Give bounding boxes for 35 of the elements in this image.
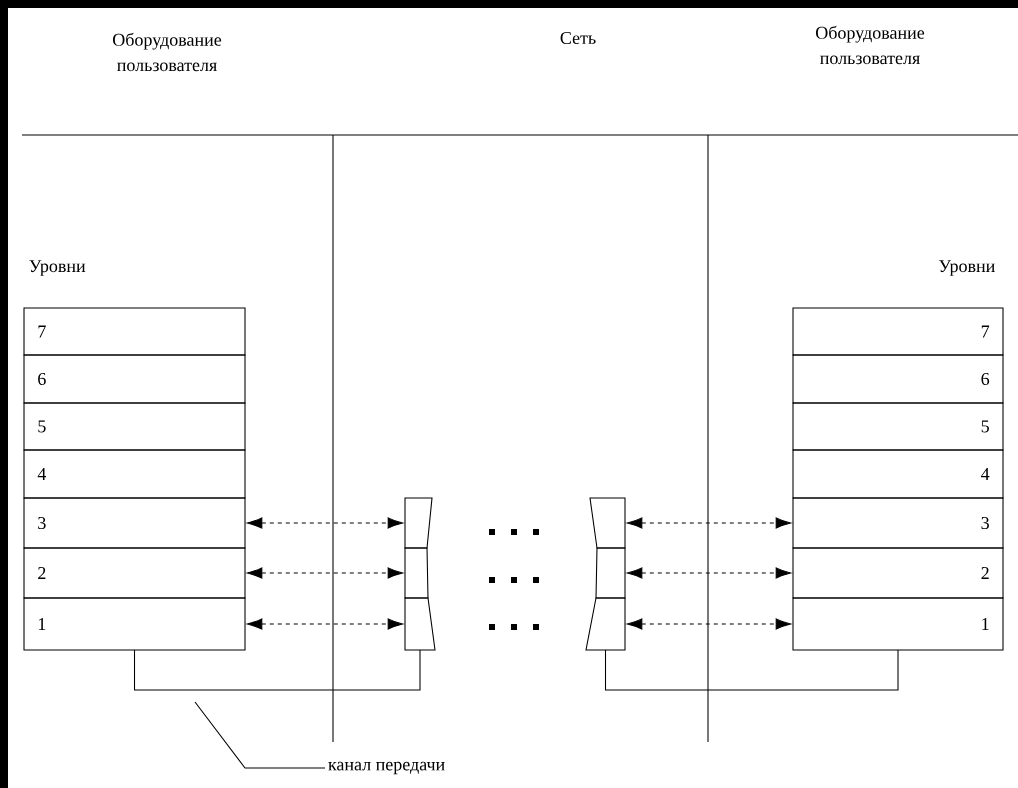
relay-box (585, 597, 626, 651)
leader-line (194, 701, 326, 769)
heading: Оборудование пользователя (113, 32, 222, 72)
layer-box: 6 (792, 354, 1004, 404)
layer-box: 4 (792, 449, 1004, 499)
channel-label: канал передачи (328, 761, 445, 775)
heading: Сеть (560, 31, 596, 45)
layer-box: 2 (23, 547, 246, 599)
heading: Уровни (938, 260, 995, 276)
heading: Оборудование пользователя (816, 25, 925, 65)
heading: Уровни (29, 260, 86, 276)
layer-box: 3 (792, 497, 1004, 549)
layer-box: 7 (23, 307, 246, 356)
layer-box: 5 (23, 402, 246, 451)
channel-line (604, 649, 899, 691)
layer-box: 3 (23, 497, 246, 549)
arrow (626, 618, 792, 630)
layer-box: 7 (792, 307, 1004, 356)
layer-box: 5 (792, 402, 1004, 451)
relay-box (595, 547, 626, 599)
arrow (626, 517, 792, 529)
arrow (246, 567, 404, 579)
channel-line (133, 649, 421, 691)
relay-box (589, 497, 626, 549)
arrow (626, 567, 792, 579)
layer-box: 2 (792, 547, 1004, 599)
relay-box (404, 547, 429, 599)
relay-box (404, 497, 433, 549)
layer-box: 1 (792, 597, 1004, 651)
arrow (246, 517, 404, 529)
layer-box: 1 (23, 597, 246, 651)
relay-box (404, 597, 436, 651)
layer-box: 6 (23, 354, 246, 404)
layer-box: 4 (23, 449, 246, 499)
arrow (246, 618, 404, 630)
